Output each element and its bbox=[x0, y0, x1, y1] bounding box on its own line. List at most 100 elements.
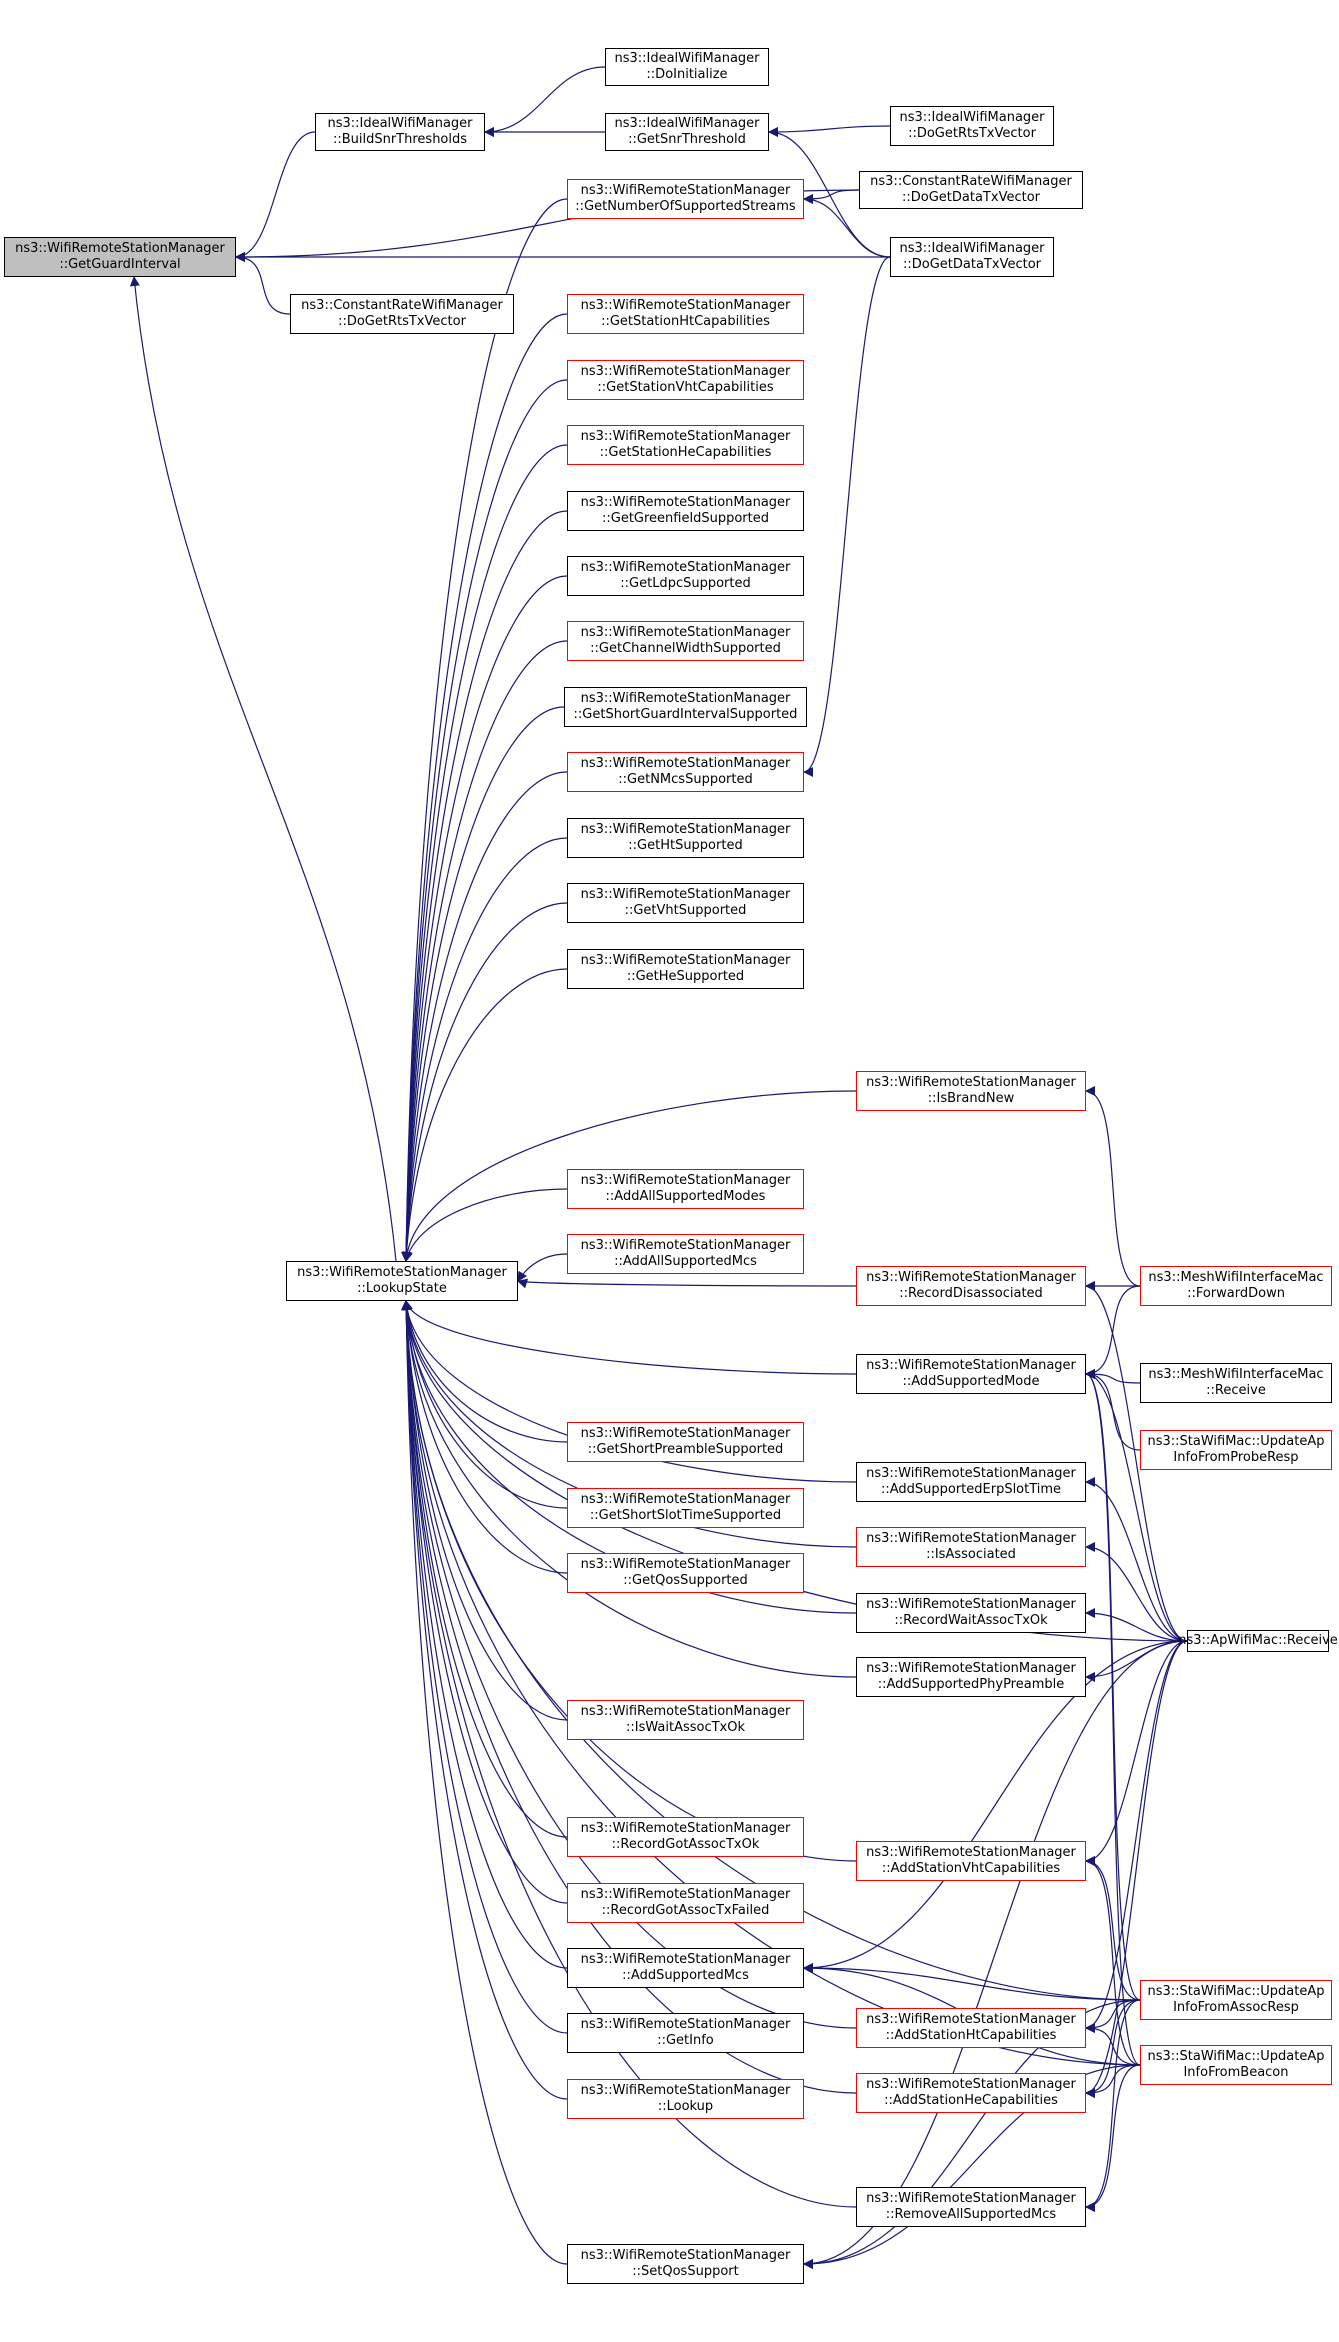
node-label-line: ns3::WifiRemoteStationManager bbox=[580, 1887, 791, 1902]
node-asmode[interactable]: ns3::WifiRemoteStationManager::AddSuppor… bbox=[856, 1354, 1086, 1394]
edge-ideal-rts-to-ideal-gst bbox=[768, 125, 891, 137]
edge-lookup-to-lookupstate bbox=[401, 1300, 568, 2100]
node-label-line: ns3::WifiRemoteStationManager bbox=[866, 1597, 1076, 1612]
node-label-line: ns3::WifiRemoteStationManager bbox=[580, 2083, 791, 2098]
node-recdis[interactable]: ns3::WifiRemoteStationManager::RecordDis… bbox=[856, 1266, 1086, 1306]
node-lookupstate[interactable]: ns3::WifiRemoteStationManager::LookupSta… bbox=[286, 1261, 518, 1301]
node-label-line: InfoFromAssocResp bbox=[1173, 2000, 1299, 2015]
node-label-line: ::AddSupportedPhyPreamble bbox=[877, 1677, 1065, 1692]
node-label-line: ns3::WifiRemoteStationManager bbox=[866, 1845, 1076, 1860]
node-label-line: ::GetQosSupported bbox=[623, 1573, 748, 1588]
node-label-line: ns3::WifiRemoteStationManager bbox=[866, 1531, 1076, 1546]
node-label-line: ns3::WifiRemoteStationManager bbox=[866, 1466, 1076, 1481]
node-label-line: ns3::WifiRemoteStationManager bbox=[580, 691, 791, 706]
node-label-line: ns3::MeshWifiInterfaceMac bbox=[1148, 1367, 1324, 1382]
node-gnmcs[interactable]: ns3::WifiRemoteStationManager::GetNMcsSu… bbox=[567, 752, 804, 792]
node-rgat[interactable]: ns3::WifiRemoteStationManager::RecordGot… bbox=[567, 1817, 804, 1857]
node-gcws[interactable]: ns3::WifiRemoteStationManager::GetChanne… bbox=[567, 621, 804, 661]
node-ideal-doinit[interactable]: ns3::IdealWifiManager::DoInitialize bbox=[605, 48, 769, 86]
node-gnss[interactable]: ns3::WifiRemoteStationManager::GetNumber… bbox=[567, 179, 804, 219]
node-gvhts[interactable]: ns3::WifiRemoteStationManager::GetVhtSup… bbox=[567, 883, 804, 923]
node-asvht[interactable]: ns3::WifiRemoteStationManager::AddStatio… bbox=[856, 1841, 1086, 1881]
node-lookup[interactable]: ns3::WifiRemoteStationManager::Lookup bbox=[567, 2079, 804, 2119]
node-gshec[interactable]: ns3::WifiRemoteStationManager::GetStatio… bbox=[567, 425, 804, 465]
node-aserp[interactable]: ns3::WifiRemoteStationManager::AddSuppor… bbox=[856, 1462, 1086, 1502]
node-ap-recv[interactable]: ns3::ApWifiMac::Receive bbox=[1178, 1630, 1338, 1652]
node-crwm-data[interactable]: ns3::ConstantRateWifiManager::DoGetDataT… bbox=[859, 171, 1083, 209]
node-gshtc[interactable]: ns3::WifiRemoteStationManager::GetStatio… bbox=[567, 294, 804, 334]
edge-ghes-to-lookupstate bbox=[401, 968, 568, 1262]
node-ggi[interactable]: ns3::WifiRemoteStationManager::GetGuardI… bbox=[4, 237, 236, 277]
edge-aasmodes-to-lookupstate bbox=[403, 1188, 568, 1262]
node-label-line: ns3::StaWifiMac::UpdateAp bbox=[1147, 1984, 1325, 1999]
node-label-line: ::Lookup bbox=[657, 2099, 714, 2114]
node-label-line: ns3::WifiRemoteStationManager bbox=[580, 2248, 791, 2263]
edge-sta-assoc-to-asmode bbox=[1085, 1369, 1141, 2001]
node-getinfo[interactable]: ns3::WifiRemoteStationManager::GetInfo bbox=[567, 2013, 804, 2053]
node-mesh-recv[interactable]: ns3::MeshWifiInterfaceMac::Receive bbox=[1140, 1363, 1332, 1403]
node-ideal-data[interactable]: ns3::IdealWifiManager::DoGetDataTxVector bbox=[890, 237, 1054, 277]
node-aasmcs[interactable]: ns3::WifiRemoteStationManager::AddAllSup… bbox=[567, 1234, 804, 1274]
node-gsps[interactable]: ns3::WifiRemoteStationManager::GetShortP… bbox=[567, 1422, 804, 1462]
node-crwm-rts[interactable]: ns3::ConstantRateWifiManager::DoGetRtsTx… bbox=[290, 294, 514, 334]
edge-mesh-recv-to-asmode bbox=[1085, 1369, 1141, 1384]
node-label-line: ns3::WifiRemoteStationManager bbox=[580, 298, 791, 313]
node-gssts[interactable]: ns3::WifiRemoteStationManager::GetShortS… bbox=[567, 1488, 804, 1528]
node-rwat[interactable]: ns3::WifiRemoteStationManager::RecordWai… bbox=[856, 1593, 1086, 1633]
edge-sta-assoc-to-ashe bbox=[1085, 1999, 1141, 2098]
node-label-line: ::GetNMcsSupported bbox=[618, 772, 753, 787]
node-label-line: ::GetShortPreambleSupported bbox=[587, 1442, 784, 1457]
node-label-line: ::AddSupportedErpSlotTime bbox=[880, 1482, 1062, 1497]
node-setqos[interactable]: ns3::WifiRemoteStationManager::SetQosSup… bbox=[567, 2244, 804, 2284]
edge-sta-assoc-to-asmcs bbox=[803, 1963, 1141, 2001]
node-gldpc[interactable]: ns3::WifiRemoteStationManager::GetLdpcSu… bbox=[567, 556, 804, 596]
node-rasmcs[interactable]: ns3::WifiRemoteStationManager::RemoveAll… bbox=[856, 2187, 1086, 2227]
node-label-line: ::IsBrandNew bbox=[927, 1091, 1015, 1106]
node-isassoc[interactable]: ns3::WifiRemoteStationManager::IsAssocia… bbox=[856, 1527, 1086, 1567]
node-aasmodes[interactable]: ns3::WifiRemoteStationManager::AddAllSup… bbox=[567, 1169, 804, 1209]
edge-gsgis-to-lookupstate bbox=[401, 706, 565, 1262]
node-asphy[interactable]: ns3::WifiRemoteStationManager::AddSuppor… bbox=[856, 1657, 1086, 1697]
node-label-line: ns3::WifiRemoteStationManager bbox=[580, 756, 791, 771]
node-label-line: ::AddSupportedMode bbox=[902, 1374, 1040, 1389]
edge-crwm-rts-to-ggi bbox=[235, 252, 291, 315]
node-mesh-fwd[interactable]: ns3::MeshWifiInterfaceMac::ForwardDown bbox=[1140, 1266, 1332, 1306]
edge-ap-recv-to-asmcs bbox=[803, 1640, 1188, 1973]
node-label-line: ns3::IdealWifiManager bbox=[899, 241, 1045, 256]
node-gsgis[interactable]: ns3::WifiRemoteStationManager::GetShortG… bbox=[564, 687, 807, 727]
node-asmcs[interactable]: ns3::WifiRemoteStationManager::AddSuppor… bbox=[567, 1948, 804, 1988]
node-rgaf[interactable]: ns3::WifiRemoteStationManager::RecordGot… bbox=[567, 1883, 804, 1923]
node-ggfs[interactable]: ns3::WifiRemoteStationManager::GetGreenf… bbox=[567, 491, 804, 531]
node-label-line: ::BuildSnrThresholds bbox=[332, 132, 468, 147]
node-iswait[interactable]: ns3::WifiRemoteStationManager::IsWaitAss… bbox=[567, 1700, 804, 1740]
node-label-line: ::GetChannelWidthSupported bbox=[590, 641, 781, 656]
node-label-line: ::RecordGotAssocTxOk bbox=[611, 1837, 760, 1852]
node-asht[interactable]: ns3::WifiRemoteStationManager::AddStatio… bbox=[856, 2008, 1086, 2048]
node-label-line: ::SetQosSupport bbox=[632, 2264, 739, 2279]
node-label-line: ns3::WifiRemoteStationManager bbox=[580, 1704, 791, 1719]
node-isbn[interactable]: ns3::WifiRemoteStationManager::IsBrandNe… bbox=[856, 1071, 1086, 1111]
edge-asphy-to-lookupstate bbox=[401, 1300, 857, 1678]
node-label-line: ::LookupState bbox=[357, 1281, 447, 1296]
node-ideal-gst[interactable]: ns3::IdealWifiManager::GetSnrThreshold bbox=[605, 113, 769, 151]
edge-isassoc-to-lookupstate bbox=[401, 1300, 857, 1548]
edge-gcws-to-lookupstate bbox=[401, 640, 568, 1262]
node-label-line: ns3::WifiRemoteStationManager bbox=[580, 560, 791, 575]
node-ghes[interactable]: ns3::WifiRemoteStationManager::GetHeSupp… bbox=[567, 949, 804, 989]
node-label-line: ::GetLdpcSupported bbox=[620, 576, 751, 591]
node-label-line: ::AddAllSupportedMcs bbox=[614, 1254, 757, 1269]
node-ideal-bst[interactable]: ns3::IdealWifiManager::BuildSnrThreshold… bbox=[315, 113, 485, 151]
node-ideal-rts[interactable]: ns3::IdealWifiManager::DoGetRtsTxVector bbox=[890, 106, 1054, 146]
node-label-line: ::GetHeSupported bbox=[626, 969, 745, 984]
node-ashe[interactable]: ns3::WifiRemoteStationManager::AddStatio… bbox=[856, 2073, 1086, 2113]
node-label-line: ns3::WifiRemoteStationManager bbox=[866, 1270, 1076, 1285]
node-label-line: ns3::WifiRemoteStationManager bbox=[580, 429, 791, 444]
node-gsvhtc[interactable]: ns3::WifiRemoteStationManager::GetStatio… bbox=[567, 360, 804, 400]
edge-gnss-to-lookupstate bbox=[401, 198, 568, 1262]
node-ghts[interactable]: ns3::WifiRemoteStationManager::GetHtSupp… bbox=[567, 818, 804, 858]
node-gqos[interactable]: ns3::WifiRemoteStationManager::GetQosSup… bbox=[567, 1553, 804, 1593]
